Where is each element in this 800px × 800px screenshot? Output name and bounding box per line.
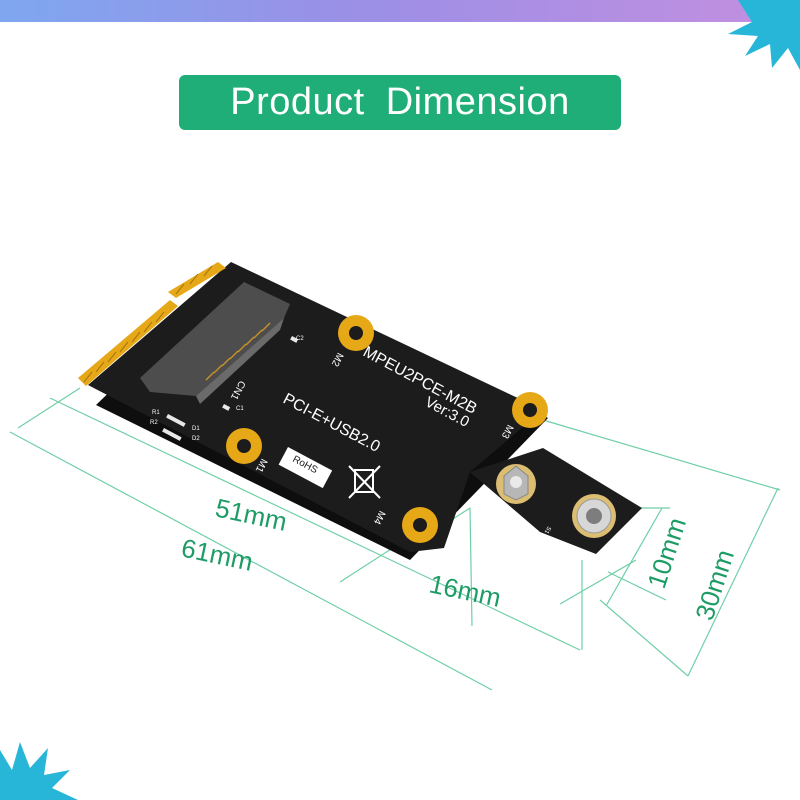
gold-edge-contacts — [78, 262, 226, 386]
screw-icon — [496, 464, 536, 504]
recycle-bin-icon — [348, 465, 381, 499]
splash-icon — [0, 742, 78, 800]
label-c2: C2 — [296, 336, 304, 342]
label-r1: R1 — [152, 410, 160, 416]
top-gradient-band — [0, 0, 800, 22]
splash-icon — [728, 0, 800, 70]
label-d1: D1 — [192, 426, 200, 432]
smd-components — [162, 336, 299, 441]
mount-pad-m3 — [512, 392, 548, 428]
m2-connector — [140, 282, 290, 396]
dimension-30mm: 30mm — [689, 546, 740, 624]
dimension-61mm: 61mm — [179, 533, 256, 577]
washer-icon — [572, 494, 616, 538]
dimension-16mm: 16mm — [427, 569, 504, 613]
dimension-51mm: 51mm — [213, 493, 290, 537]
label-r2: R2 — [150, 420, 158, 426]
page-title: Product Dimension — [179, 75, 621, 130]
mount-pad-m1 — [226, 428, 262, 464]
mount-pad-m2 — [338, 315, 374, 351]
label-s1: S1 — [542, 525, 551, 535]
dimension-10mm: 10mm — [641, 514, 692, 592]
label-c1: C1 — [236, 406, 244, 412]
label-d2: D2 — [192, 436, 200, 442]
adapter-board: MPEU2PCE-M2B Ver:3.0 PCI-E+USB2.0 CN1 M2… — [78, 262, 642, 560]
contact-pins — [83, 265, 213, 383]
board-extension — [470, 448, 642, 554]
connector-side — [196, 318, 284, 404]
mount-pad-m4 — [402, 507, 438, 543]
label-r3: R3 — [472, 493, 481, 503]
connector-pins — [205, 322, 271, 381]
